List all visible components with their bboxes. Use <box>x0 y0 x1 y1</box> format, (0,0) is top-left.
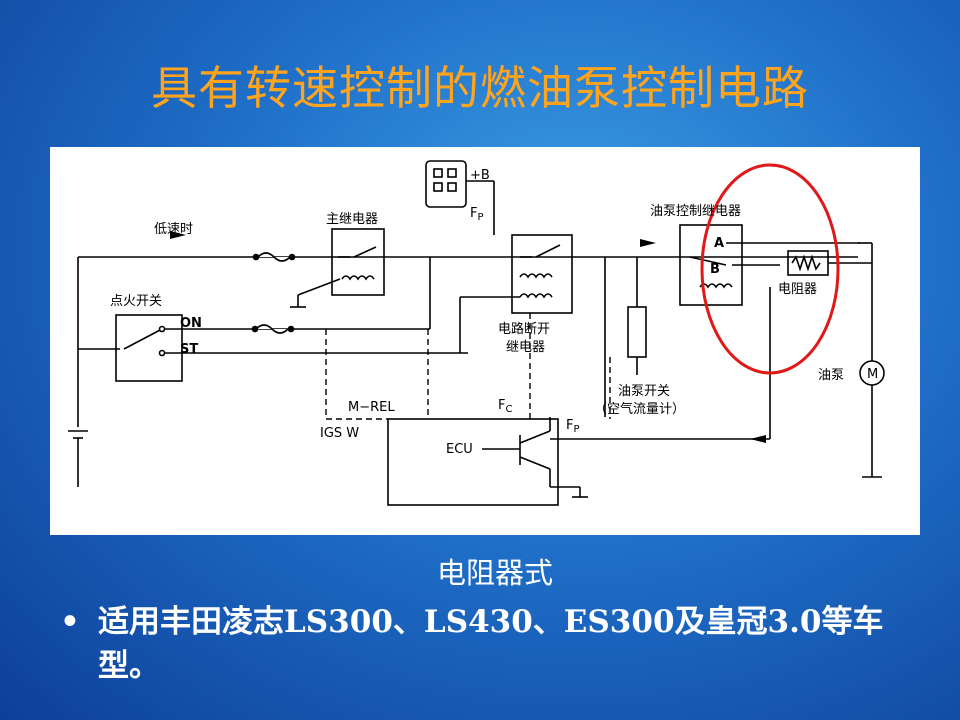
circuit-diagram: 低速时 主继电器 +B FP 油泵控制继电器 A B 电阻器 点火开关 ON S… <box>50 147 920 535</box>
circuit-opening-relay-box <box>511 234 573 314</box>
bullet-text: 适用丰田凌志LS300、LS430、ES300及皇冠3.0等车型。 <box>98 604 884 684</box>
label-on: ON <box>180 316 202 331</box>
label-pump-switch-2: （空气流量计） <box>594 401 685 417</box>
label-fc: FC <box>498 398 512 415</box>
label-fuel-pump: 油泵 <box>818 368 844 383</box>
label-resistor: 电阻器 <box>778 282 817 297</box>
label-low-speed: 低速时 <box>154 222 193 237</box>
label-circuit-open-relay-1: 电路断开 <box>498 321 550 337</box>
circuit-svg: 低速时 主继电器 +B FP 油泵控制继电器 A B 电阻器 点火开关 ON S… <box>68 160 885 506</box>
label-igs-w: IGS W <box>320 426 359 441</box>
label-circuit-open-relay-2: 继电器 <box>506 340 545 355</box>
bullet-item: • 适用丰田凌志LS300、LS430、ES300及皇冠3.0等车型。 <box>60 600 920 688</box>
ecu-box <box>387 418 559 506</box>
data-link-connector <box>425 160 467 208</box>
fuse-main <box>257 252 291 262</box>
main-relay-box <box>331 228 385 296</box>
label-ecu: ECU <box>446 442 473 457</box>
label-pump-switch-1: 油泵开关 <box>618 384 670 399</box>
label-pump-control-relay: 油泵控制继电器 <box>650 204 741 219</box>
highlight-circle <box>700 163 840 375</box>
bullet-dot: • <box>60 604 80 640</box>
label-terminal-a: A <box>714 236 724 251</box>
label-plus-b: +B <box>470 168 490 183</box>
pump-switch <box>627 306 647 358</box>
label-motor: M <box>867 367 878 382</box>
label-main-relay: 主继电器 <box>326 212 378 227</box>
label-st: ST <box>180 342 198 357</box>
label-m-rel: M−REL <box>348 400 395 415</box>
label-fp-top: FP <box>470 206 484 223</box>
label-fp-ecu: FP <box>566 418 580 435</box>
diagram-caption: 电阻器式 <box>436 556 553 590</box>
label-terminal-b: B <box>710 262 720 277</box>
slide-title: 具有转速控制的燃油泵控制电路 <box>151 61 809 115</box>
label-ignition-switch: 点火开关 <box>110 294 162 309</box>
ignition-switch-box <box>115 314 183 382</box>
